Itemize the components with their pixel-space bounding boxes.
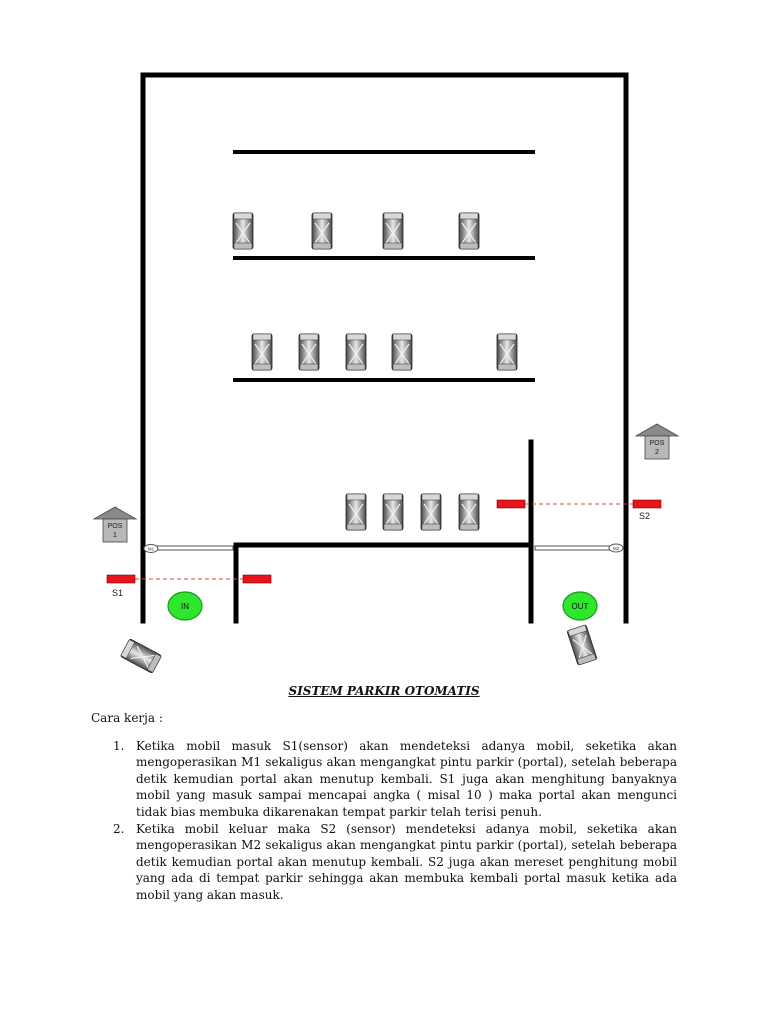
sensor-s2: S2: [496, 499, 662, 521]
sensor-emitter-s1: [106, 574, 136, 584]
guard-post-2: POS 2: [634, 423, 680, 460]
car-row-2: [251, 333, 518, 371]
document-title: SISTEM PARKIR OTOMATIS: [288, 684, 480, 698]
outer-walls: [140, 72, 629, 624]
parked-car: [251, 333, 273, 371]
entering-car: [119, 638, 163, 674]
list-item: 1. Ketika mobil masuk S1(sensor) akan me…: [100, 738, 677, 820]
sensor-emitter-s2: [496, 499, 526, 509]
car-icon: [119, 638, 163, 674]
parked-car: [311, 212, 333, 250]
pos1-label-line2: 1: [113, 532, 117, 539]
exiting-car: [566, 624, 598, 666]
car-row-1: [232, 212, 480, 250]
sensor-receiver-s2: [632, 499, 662, 509]
barrier-arm-m2: [534, 545, 616, 551]
step-text: Ketika mobil keluar maka S2 (sensor) men…: [136, 822, 677, 902]
m2-label: M2: [613, 546, 620, 551]
parked-car: [391, 333, 413, 371]
parked-car: [458, 493, 480, 531]
pos2-label-line1: POS: [650, 440, 665, 447]
barrier-arm-m1: [150, 545, 234, 551]
sensor-s1: S1: [106, 574, 272, 598]
parked-car: [298, 333, 320, 371]
parking-diagram: M1 M2 S1 S2 POS 1 POS 2 IN OUT: [92, 72, 680, 674]
guard-post-1: POS 1: [92, 506, 138, 543]
out-marker: OUT: [562, 591, 598, 621]
portal-m1: M1: [143, 544, 234, 553]
out-circle: [562, 591, 598, 621]
car-row-3: [345, 493, 480, 531]
pos1-label-line1: POS: [108, 523, 123, 530]
sensor-receiver-s1: [242, 574, 272, 584]
motor-m1: [143, 544, 159, 553]
in-circle: [167, 591, 203, 621]
step-number: 2.: [113, 822, 125, 837]
parking-lines: [233, 150, 535, 382]
steps-list: 1. Ketika mobil masuk S1(sensor) akan me…: [100, 738, 677, 904]
parked-car: [232, 212, 254, 250]
post-body-2: [644, 435, 670, 460]
step-number: 1.: [113, 739, 125, 753]
s1-label: S1: [112, 588, 123, 598]
intro-text: Cara kerja :: [91, 711, 163, 725]
out-label: OUT: [572, 602, 589, 611]
in-label: IN: [181, 602, 189, 611]
parked-car: [382, 212, 404, 250]
motor-m2: [608, 543, 624, 553]
parked-car: [496, 333, 518, 371]
s2-label: S2: [639, 511, 650, 521]
post-roof-2: [634, 423, 680, 437]
step-text: Ketika mobil masuk S1(sensor) akan mende…: [136, 739, 677, 819]
parked-car: [345, 333, 367, 371]
post-body-1: [102, 518, 128, 543]
parked-car: [345, 493, 367, 531]
list-item: 2. Ketika mobil keluar maka S2 (sensor) …: [100, 821, 677, 903]
parked-car: [420, 493, 442, 531]
car-icon: [566, 624, 598, 666]
parked-car: [458, 212, 480, 250]
m1-label: M1: [148, 547, 155, 552]
pos2-label-line2: 2: [655, 449, 659, 456]
in-marker: IN: [167, 591, 203, 621]
parked-car: [382, 493, 404, 531]
inner-walls: [233, 439, 534, 624]
portal-m2: M2: [534, 543, 624, 553]
post-roof-1: [92, 506, 138, 520]
